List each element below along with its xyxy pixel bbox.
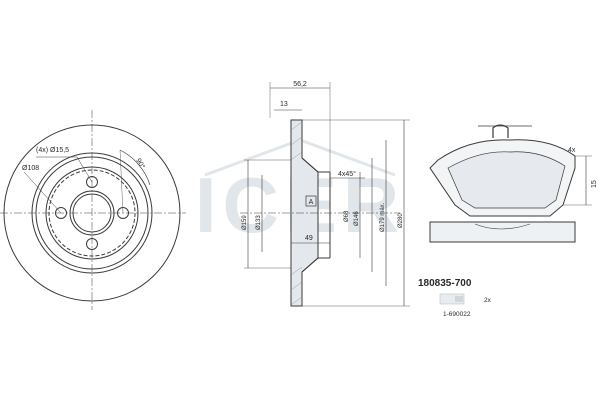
- product-reference: 180835-700: [418, 278, 472, 289]
- disc-section-view: [240, 82, 410, 307]
- dia-179-label: Ø179 máx.: [380, 202, 386, 232]
- dia-146-label: Ø146: [354, 211, 360, 226]
- chamfer-label: 4x45°: [338, 170, 356, 178]
- accessory-icon: [439, 293, 465, 305]
- dia-280-label: Ø280: [398, 213, 404, 228]
- brake-pad-view: [429, 124, 592, 243]
- thickness-label: 13: [280, 101, 288, 108]
- pad-count-label: 4x: [568, 147, 576, 154]
- part-number-label: 1-690022: [443, 311, 471, 318]
- datum-label: A: [309, 199, 314, 206]
- overall-width-label: 56,2: [293, 81, 307, 88]
- pcd-label: Ø108: [22, 165, 39, 172]
- pad-thickness-label: 15: [591, 180, 598, 188]
- angle-label: 90°: [134, 157, 146, 170]
- dia-68-label: Ø68: [344, 210, 350, 222]
- disc-front-view: [0, 110, 186, 310]
- accessory-qty-label: 2x: [484, 297, 492, 304]
- depth-label: 49: [305, 235, 313, 242]
- bolt-hole-spec-label: (4x) Ø15,5: [36, 147, 69, 154]
- dia-133-label: Ø133: [256, 215, 262, 230]
- dia-159-label: Ø159: [242, 215, 248, 230]
